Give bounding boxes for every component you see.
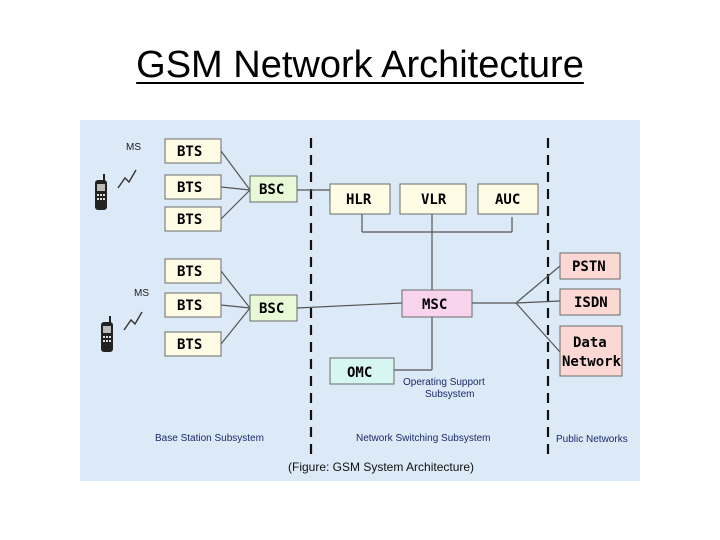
- bts-2[interactable]: BTS: [164, 174, 222, 200]
- connection-lines: [220, 150, 561, 371]
- pstn-box[interactable]: PSTN: [559, 252, 621, 280]
- bts-3[interactable]: BTS: [164, 206, 222, 232]
- bts-6[interactable]: BTS: [164, 331, 222, 357]
- bts-label: BTS: [177, 337, 202, 353]
- msc-box[interactable]: MSC: [401, 289, 473, 318]
- bts-label: BTS: [177, 212, 202, 228]
- auc-box[interactable]: AUC: [477, 183, 539, 215]
- mobile-phone-icon: [101, 316, 113, 352]
- figure-caption: (Figure: GSM System Architecture): [288, 460, 474, 474]
- mobile-station-1: MS: [95, 142, 141, 210]
- slide-title-text: GSM Network Architecture: [136, 44, 584, 86]
- isdn-box[interactable]: ISDN: [559, 288, 621, 316]
- radio-link-icon: [123, 311, 143, 331]
- bsc-2[interactable]: BSC: [249, 294, 298, 322]
- bsc-label: BSC: [259, 182, 284, 198]
- gsm-architecture-diagram: MS MS BTS BTS BTS BTS BTS: [95, 138, 628, 474]
- msc-label: MSC: [422, 297, 447, 313]
- bts-label: BTS: [177, 180, 202, 196]
- pstn-label: PSTN: [572, 259, 606, 275]
- public-networks-label: Public Networks: [556, 434, 628, 445]
- nss-label: Network Switching Subsystem: [356, 433, 491, 444]
- data-network-label-1: Data: [573, 335, 607, 351]
- bts-5[interactable]: BTS: [164, 292, 222, 318]
- data-network-label-2: Network: [562, 354, 622, 370]
- mobile-phone-icon: [95, 174, 107, 210]
- bts-label: BTS: [177, 264, 202, 280]
- bsc-label: BSC: [259, 301, 284, 317]
- omc-label: OMC: [347, 365, 372, 381]
- auc-label: AUC: [495, 192, 520, 208]
- omc-box[interactable]: OMC: [329, 357, 395, 385]
- hlr-label: HLR: [346, 192, 372, 208]
- mobile-station-2: MS: [101, 288, 149, 352]
- bts-4[interactable]: BTS: [164, 258, 222, 284]
- radio-link-icon: [117, 169, 137, 189]
- vlr-label: VLR: [421, 192, 447, 208]
- bts-1[interactable]: BTS: [164, 138, 222, 164]
- oss-label-line1: Operating Support: [403, 377, 485, 388]
- bss-label: Base Station Subsystem: [155, 433, 264, 444]
- slide-title: GSM Network Architecture: [0, 44, 720, 87]
- oss-label-line2: Subsystem: [425, 389, 474, 400]
- isdn-label: ISDN: [574, 295, 608, 311]
- bts-label: BTS: [177, 144, 202, 160]
- ms-label-2: MS: [134, 288, 149, 299]
- bts-label: BTS: [177, 298, 202, 314]
- diagram-panel: MS MS BTS BTS BTS BTS BTS: [80, 120, 640, 481]
- ms-label-1: MS: [126, 142, 141, 153]
- vlr-box[interactable]: VLR: [399, 183, 467, 215]
- hlr-box[interactable]: HLR: [329, 183, 391, 215]
- data-network-box[interactable]: Data Network: [559, 325, 623, 377]
- bsc-1[interactable]: BSC: [249, 175, 298, 203]
